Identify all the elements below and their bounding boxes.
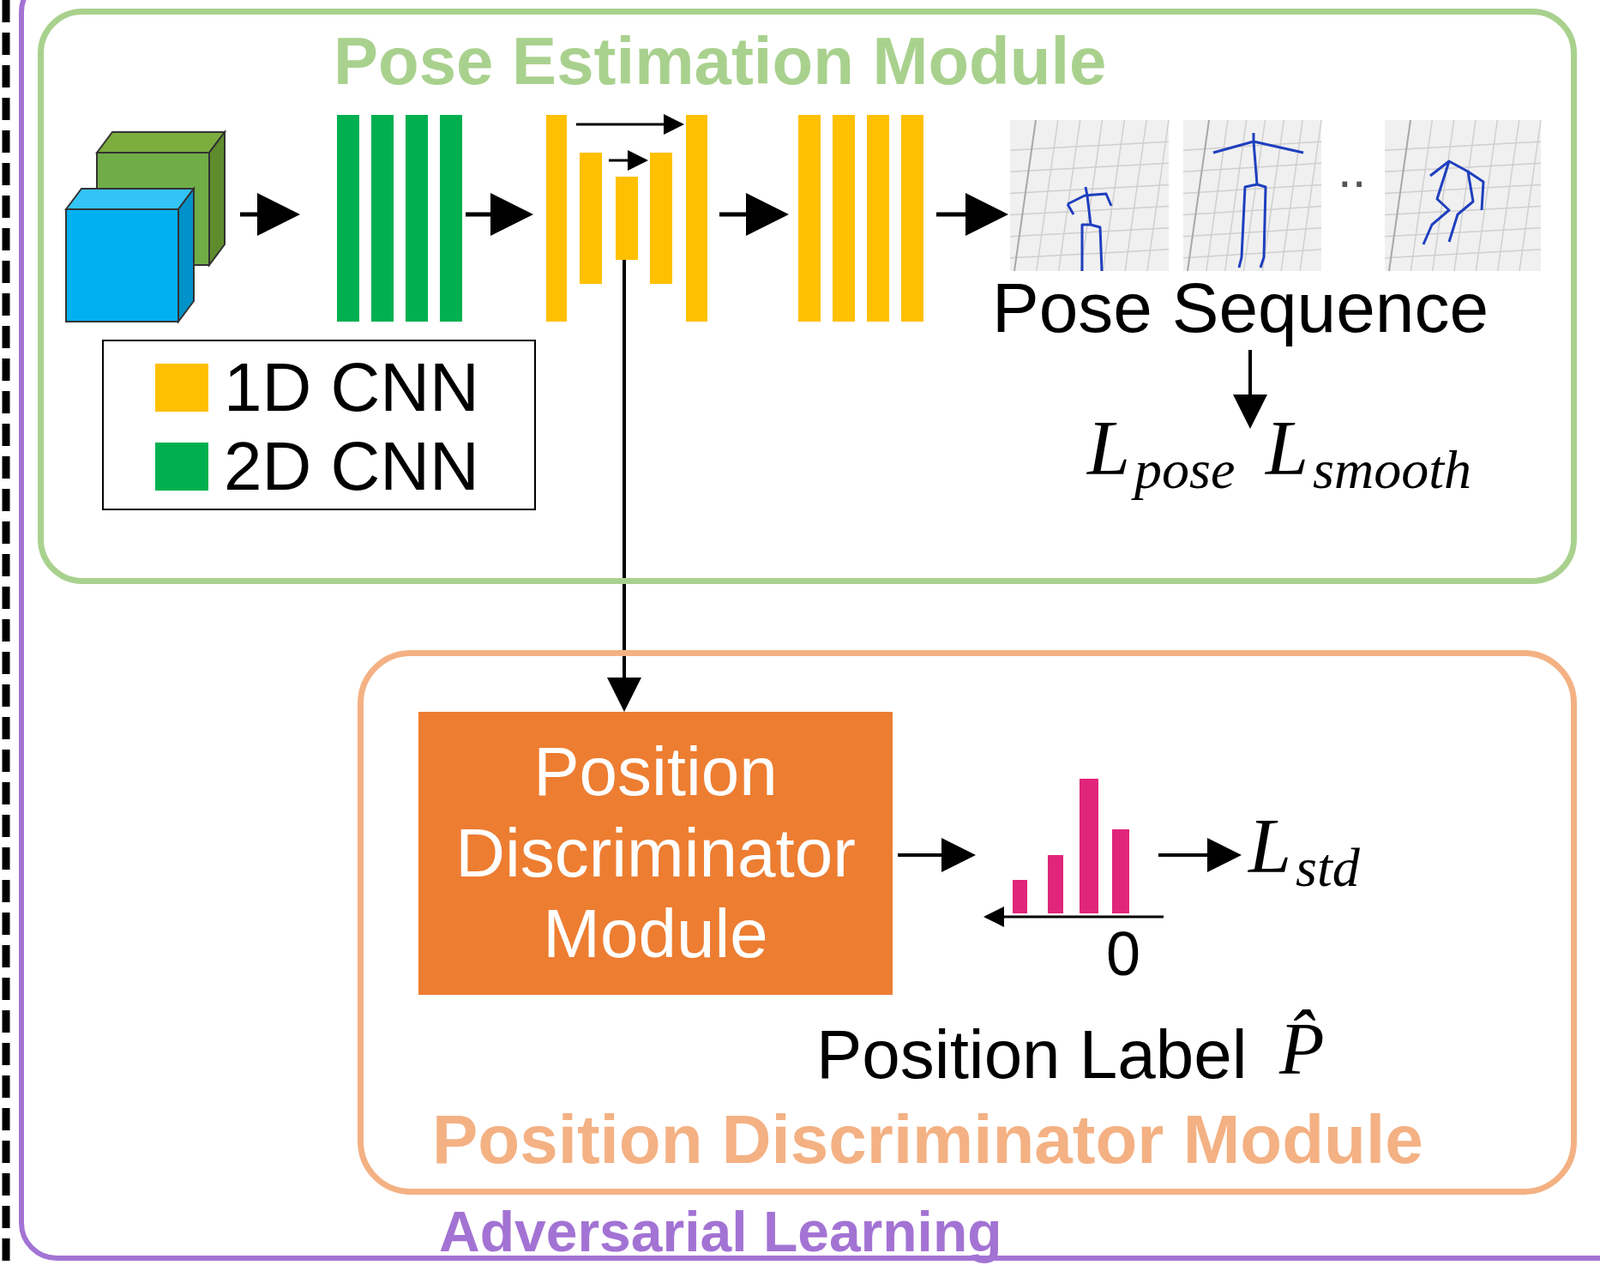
pose-panels bbox=[1010, 120, 1541, 271]
grid-line bbox=[1384, 141, 1541, 151]
skip-connections bbox=[576, 124, 682, 161]
grid-line bbox=[1010, 141, 1169, 151]
grid-line bbox=[1206, 120, 1228, 271]
pose-panel bbox=[1183, 120, 1322, 271]
grid-line bbox=[1187, 120, 1210, 271]
region-title: Pose Estimation Module bbox=[333, 26, 1107, 97]
grid-line bbox=[1183, 228, 1322, 237]
unet-1d-cnn bbox=[546, 114, 708, 322]
grid-line bbox=[1183, 206, 1322, 216]
dashed-border bbox=[2, 0, 11, 1265]
loss-subscript: smooth bbox=[1312, 442, 1472, 498]
axis-zero: 0 bbox=[1106, 922, 1141, 985]
grid-axis bbox=[1389, 120, 1411, 271]
pose-panel bbox=[1010, 120, 1169, 271]
module-region: Position Discriminator ModulePosition Di… bbox=[357, 649, 1577, 1195]
grid-line bbox=[1475, 120, 1498, 271]
grid-line bbox=[1384, 249, 1541, 259]
ellipsis: .. bbox=[1337, 144, 1366, 196]
grid-line bbox=[1384, 184, 1541, 193]
grid-line bbox=[1183, 249, 1322, 259]
pose-skeletons bbox=[1067, 132, 1484, 271]
position-label-bars bbox=[1012, 778, 1130, 914]
legend-swatch bbox=[155, 363, 209, 412]
output-symbol: P̂ bbox=[1279, 1011, 1325, 1086]
pose-panel bbox=[1384, 120, 1541, 271]
loss-arrow bbox=[1248, 349, 1252, 422]
legend-row: 2D CNN bbox=[155, 427, 535, 506]
loss-subscript: std bbox=[1295, 840, 1360, 896]
grid-line bbox=[1036, 120, 1059, 271]
grid-line bbox=[1183, 162, 1322, 172]
loss-symbol: L bbox=[1265, 409, 1309, 488]
grid-line bbox=[1432, 120, 1455, 271]
region-title: Adversarial Learning bbox=[439, 1202, 1003, 1262]
sequence-label: Pose Sequence bbox=[992, 272, 1489, 343]
grid-line bbox=[1389, 120, 1411, 271]
grid-line bbox=[1010, 162, 1169, 172]
input-cubes bbox=[66, 132, 225, 322]
axis-line bbox=[986, 915, 1164, 919]
cnn-1d-bars bbox=[798, 114, 924, 322]
grid-axis bbox=[1187, 120, 1210, 271]
loss-symbol: L bbox=[1087, 409, 1131, 488]
grid-line bbox=[1384, 228, 1541, 237]
grid-line bbox=[1410, 120, 1432, 271]
cnn-2d-bars bbox=[336, 114, 463, 322]
legend-text: 1D CNN bbox=[223, 353, 480, 422]
output-label: Position Label bbox=[816, 1020, 1248, 1089]
grid-line bbox=[1058, 120, 1081, 271]
feature-arrow bbox=[622, 259, 626, 705]
region-title: Position Discriminator Module bbox=[432, 1103, 1424, 1176]
legend-box: 1D CNN 2D CNN bbox=[102, 339, 536, 511]
grid-line bbox=[1014, 120, 1036, 271]
legend-text: 2D CNN bbox=[223, 432, 480, 501]
grid-line bbox=[1010, 228, 1169, 237]
grid-line bbox=[1010, 184, 1169, 193]
loss-symbol: L bbox=[1248, 807, 1292, 885]
grid-line bbox=[1010, 249, 1169, 259]
grid-axis bbox=[1014, 120, 1036, 271]
loss-subscript: pose bbox=[1134, 442, 1235, 498]
legend-swatch bbox=[155, 442, 209, 491]
output-arrows bbox=[897, 853, 1235, 857]
module-box: Position Discriminator Module bbox=[418, 711, 893, 995]
box-label: Position Discriminator Module bbox=[418, 711, 893, 995]
legend-row: 1D CNN bbox=[155, 348, 535, 428]
